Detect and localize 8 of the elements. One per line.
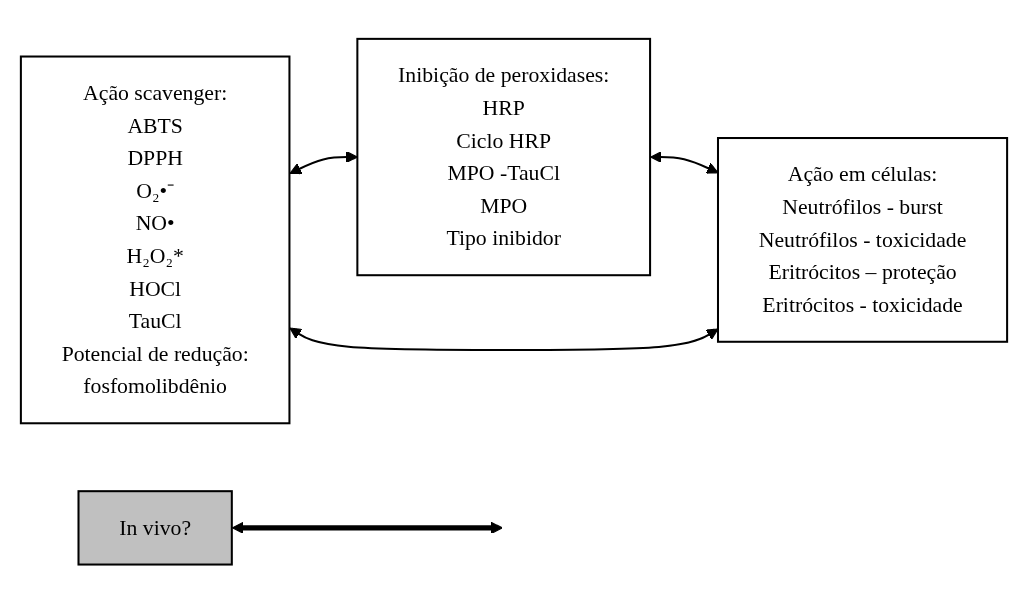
arrow xyxy=(289,151,358,175)
arrow xyxy=(231,522,503,535)
node-box: Inibição de peroxidases: HRP Ciclo HRP MPO -TauCl MPO Tipo inibidor xyxy=(356,38,652,277)
node-box: Ação em células: Neutrófilos - burst Neutrófilos - toxicidade Eritrócitos – proteção Eritrócitos - toxicidade xyxy=(717,137,1009,344)
node-box: In vivo? xyxy=(77,490,233,566)
arrow xyxy=(650,151,719,174)
arrow xyxy=(289,327,719,352)
node-box: Ação scavenger: ABTS DPPH O₂•⁻ NO• H₂O₂* HOCl TauCl Potencial de redução: fosfomolibdênio xyxy=(19,55,291,425)
